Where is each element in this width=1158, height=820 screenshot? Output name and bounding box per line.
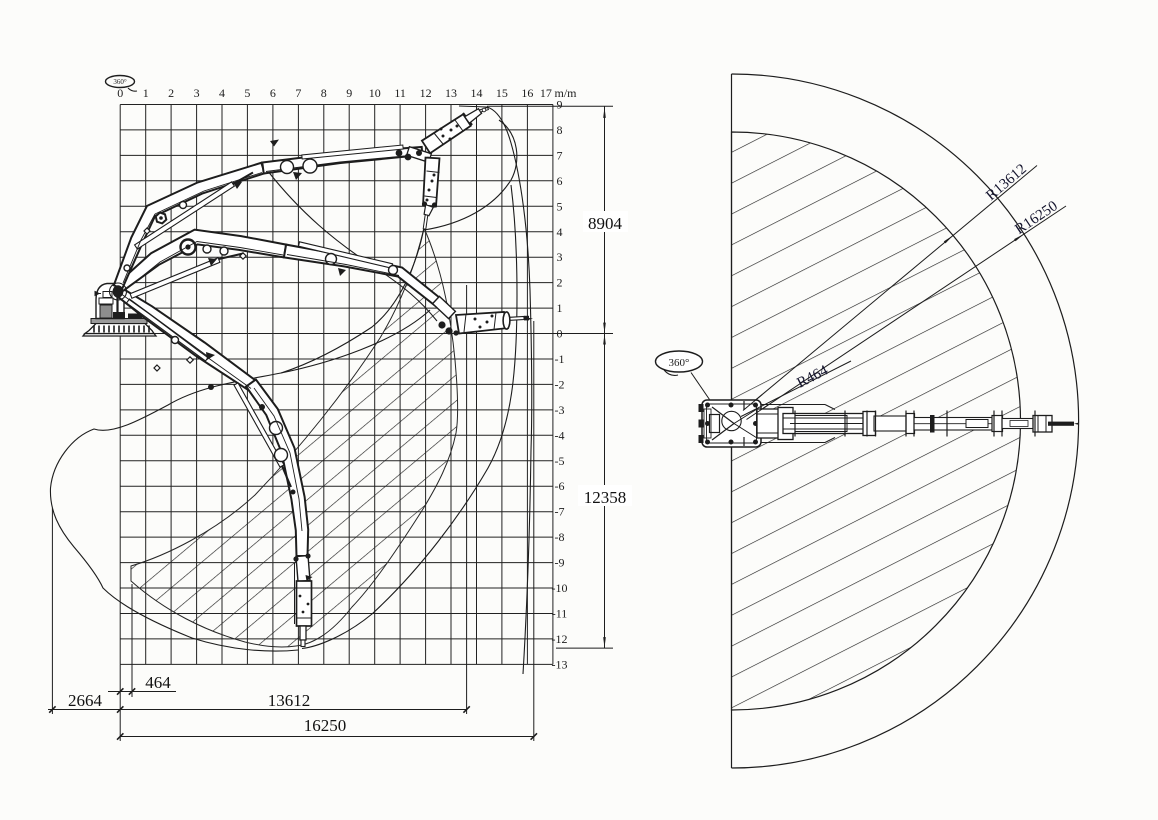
svg-text:-1: -1 [555, 352, 565, 366]
svg-text:5: 5 [244, 86, 250, 100]
svg-text:360°: 360° [669, 357, 690, 369]
svg-text:8: 8 [321, 86, 327, 100]
svg-text:4: 4 [219, 86, 225, 100]
svg-text:2: 2 [168, 86, 174, 100]
svg-text:1: 1 [557, 301, 563, 315]
svg-text:2: 2 [557, 276, 563, 290]
svg-text:10: 10 [369, 86, 381, 100]
svg-text:3: 3 [194, 86, 200, 100]
svg-text:8904: 8904 [588, 214, 623, 233]
svg-text:14: 14 [471, 86, 483, 100]
svg-text:-3: -3 [555, 403, 565, 417]
svg-text:9: 9 [346, 86, 352, 100]
svg-text:12: 12 [420, 86, 432, 100]
svg-text:16250: 16250 [304, 716, 347, 735]
svg-text:8: 8 [557, 123, 563, 137]
svg-text:-12: -12 [552, 632, 568, 646]
svg-text:-13: -13 [552, 657, 568, 671]
svg-text:16: 16 [521, 86, 533, 100]
svg-text:-5: -5 [555, 454, 565, 468]
svg-text:15: 15 [496, 86, 508, 100]
svg-text:13612: 13612 [268, 691, 311, 710]
svg-text:-11: -11 [552, 607, 568, 621]
svg-text:464: 464 [145, 673, 171, 692]
svg-text:17: 17 [540, 86, 552, 100]
svg-text:360°: 360° [113, 78, 127, 86]
svg-text:9: 9 [557, 98, 563, 112]
svg-text:6: 6 [557, 174, 563, 188]
svg-text:-9: -9 [555, 556, 565, 570]
svg-text:-8: -8 [555, 530, 565, 544]
svg-text:m/m: m/m [554, 86, 577, 100]
svg-text:12358: 12358 [584, 488, 627, 507]
svg-text:-6: -6 [555, 479, 565, 493]
svg-text:2664: 2664 [68, 691, 103, 710]
svg-text:13: 13 [445, 86, 457, 100]
svg-text:6: 6 [270, 86, 276, 100]
svg-text:-4: -4 [555, 428, 565, 442]
svg-text:5: 5 [557, 199, 563, 213]
svg-text:0: 0 [117, 86, 123, 100]
svg-text:7: 7 [295, 86, 301, 100]
svg-text:-10: -10 [552, 581, 568, 595]
svg-text:1: 1 [143, 86, 149, 100]
svg-text:-7: -7 [555, 505, 565, 519]
svg-text:-2: -2 [555, 377, 565, 391]
svg-text:3: 3 [557, 250, 563, 264]
svg-text:11: 11 [394, 86, 406, 100]
svg-text:4: 4 [557, 225, 563, 239]
svg-text:7: 7 [557, 148, 563, 162]
